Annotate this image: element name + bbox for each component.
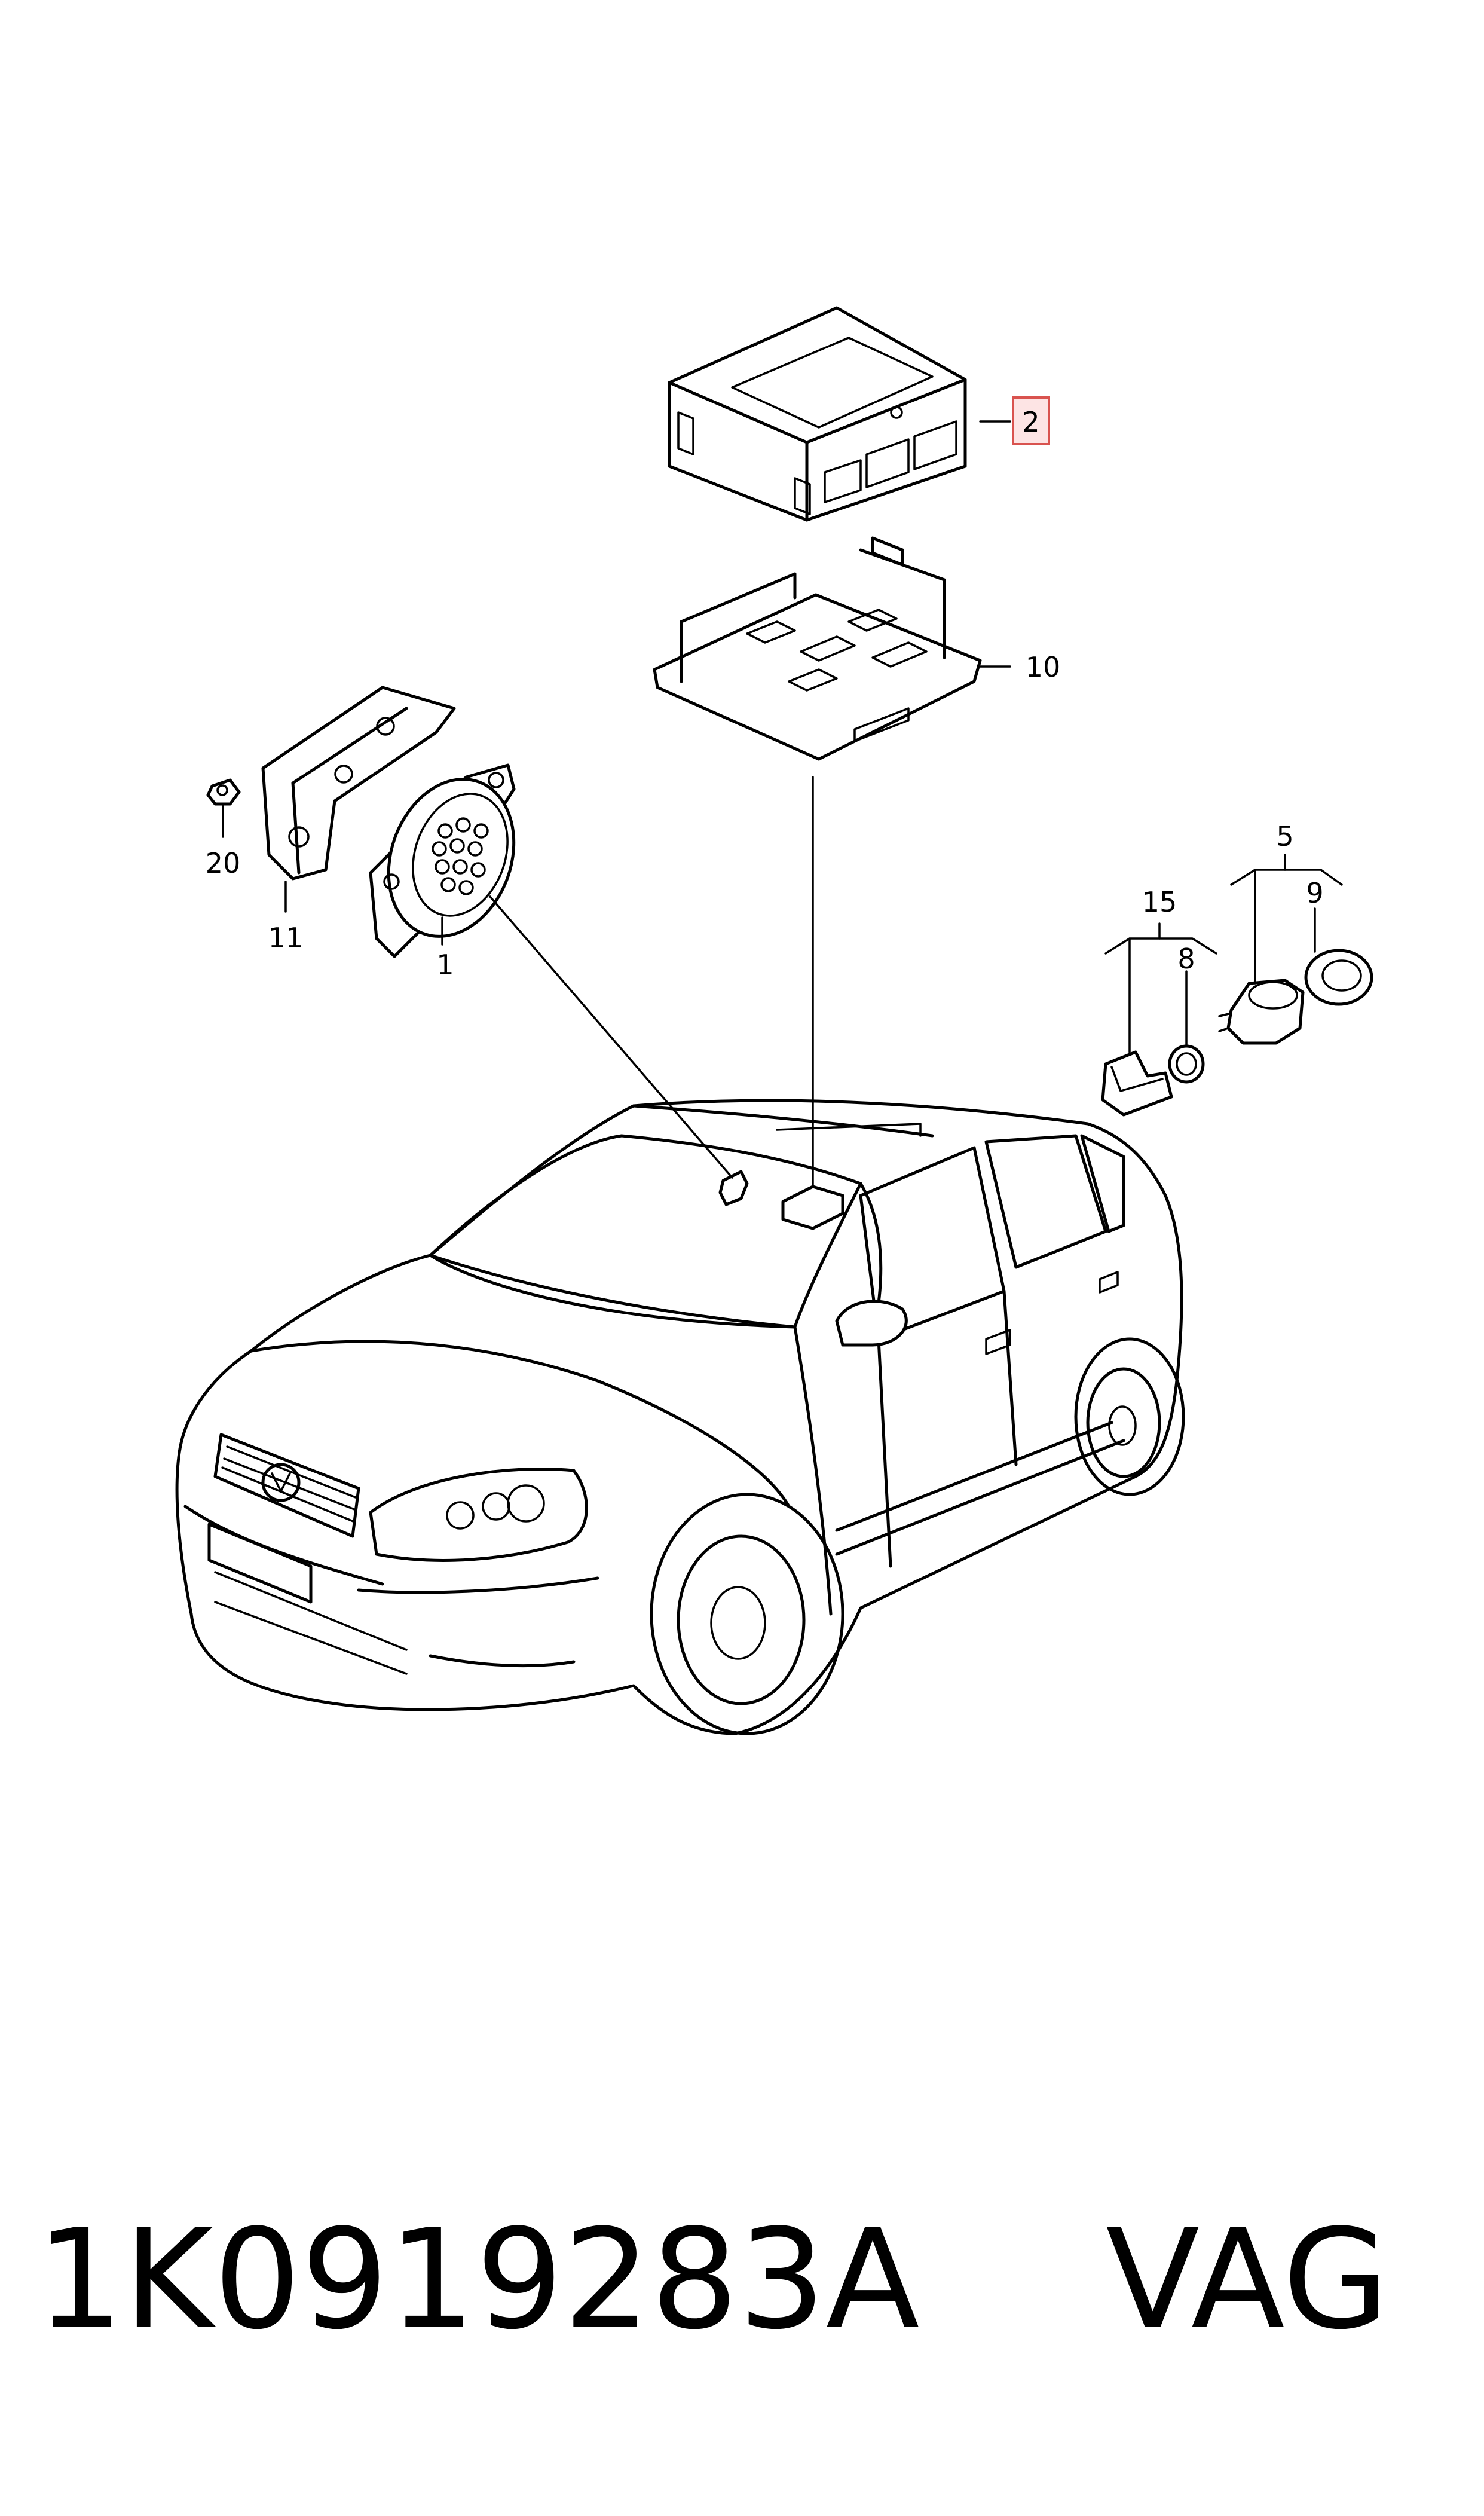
callout-2: 2 [1022,406,1039,438]
callout-5: 5 [1276,820,1293,852]
parking-sensor-part[interactable] [1101,1050,1173,1117]
callout-9: 9 [1306,877,1323,909]
module-location-marker [781,1185,844,1230]
callout-8: 8 [1177,943,1195,975]
callout-highlight-box [1012,396,1050,445]
leader-lines [222,420,1343,1188]
warning-buzzer-part[interactable] [368,762,535,958]
vehicle-illustration [175,1099,1185,1735]
callout-labels: 2 10 20 11 1 15 8 5 9 [206,396,1324,981]
callout-1: 1 [436,949,454,981]
part-number-text: 1K0919283A [36,2200,920,2360]
callout-10: 10 [1026,651,1061,683]
control-module-part[interactable] [668,306,967,522]
callout-20: 20 [206,847,241,879]
sensor-seal-part[interactable] [1168,1044,1205,1084]
module-bracket-part[interactable] [653,536,982,761]
buzzer-location-marker [718,1170,749,1206]
brand-text: VAG [1106,2200,1390,2360]
callout-11: 11 [268,922,304,954]
sensor-holder-part[interactable] [1218,979,1305,1045]
clip-part[interactable] [206,778,241,806]
callout-15: 15 [1142,886,1177,918]
speaker-bracket-part[interactable] [261,686,456,881]
holder-gasket-part[interactable] [1304,949,1373,1006]
